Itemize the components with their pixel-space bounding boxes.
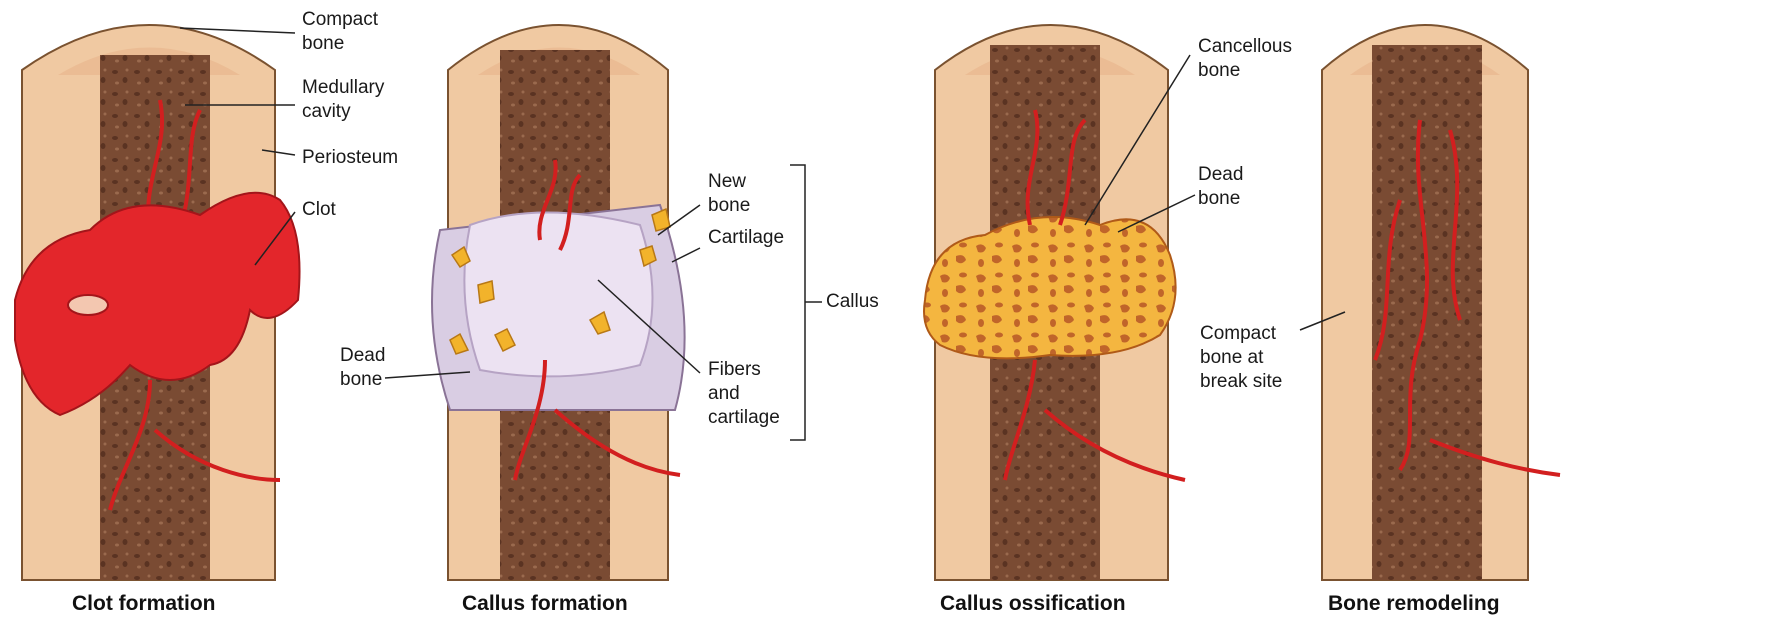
label-callus: Callus bbox=[826, 290, 879, 314]
label-compact-bone-at-break-site: Compact bone at break site bbox=[1200, 322, 1282, 394]
caption-clot-formation: Clot formation bbox=[72, 592, 215, 616]
caption-callus-formation: Callus formation bbox=[462, 592, 628, 616]
clot-hole bbox=[68, 295, 108, 315]
label-fibers-and-cartilage: Fibers and cartilage bbox=[708, 358, 780, 430]
label-cancellous-bone: Cancellous bone bbox=[1198, 35, 1292, 83]
label-dead-bone: Dead bone bbox=[340, 344, 385, 392]
caption-callus-ossification: Callus ossification bbox=[940, 592, 1126, 616]
stage-callus-ossification bbox=[924, 25, 1195, 580]
label-cartilage: Cartilage bbox=[708, 226, 784, 250]
stage-clot-formation bbox=[15, 25, 300, 580]
stage-bone-remodeling bbox=[1300, 25, 1560, 580]
callus-bracket bbox=[790, 165, 822, 440]
label-dead-bone-ossification: Dead bone bbox=[1198, 163, 1243, 211]
caption-bone-remodeling: Bone remodeling bbox=[1328, 592, 1500, 616]
label-periosteum: Periosteum bbox=[302, 146, 398, 170]
stage-callus-formation bbox=[385, 25, 822, 580]
label-clot: Clot bbox=[302, 198, 336, 222]
label-new-bone: New bone bbox=[708, 170, 750, 218]
label-medullary-cavity: Medullary cavity bbox=[302, 76, 384, 124]
label-compact-bone: Compact bone bbox=[302, 8, 378, 56]
